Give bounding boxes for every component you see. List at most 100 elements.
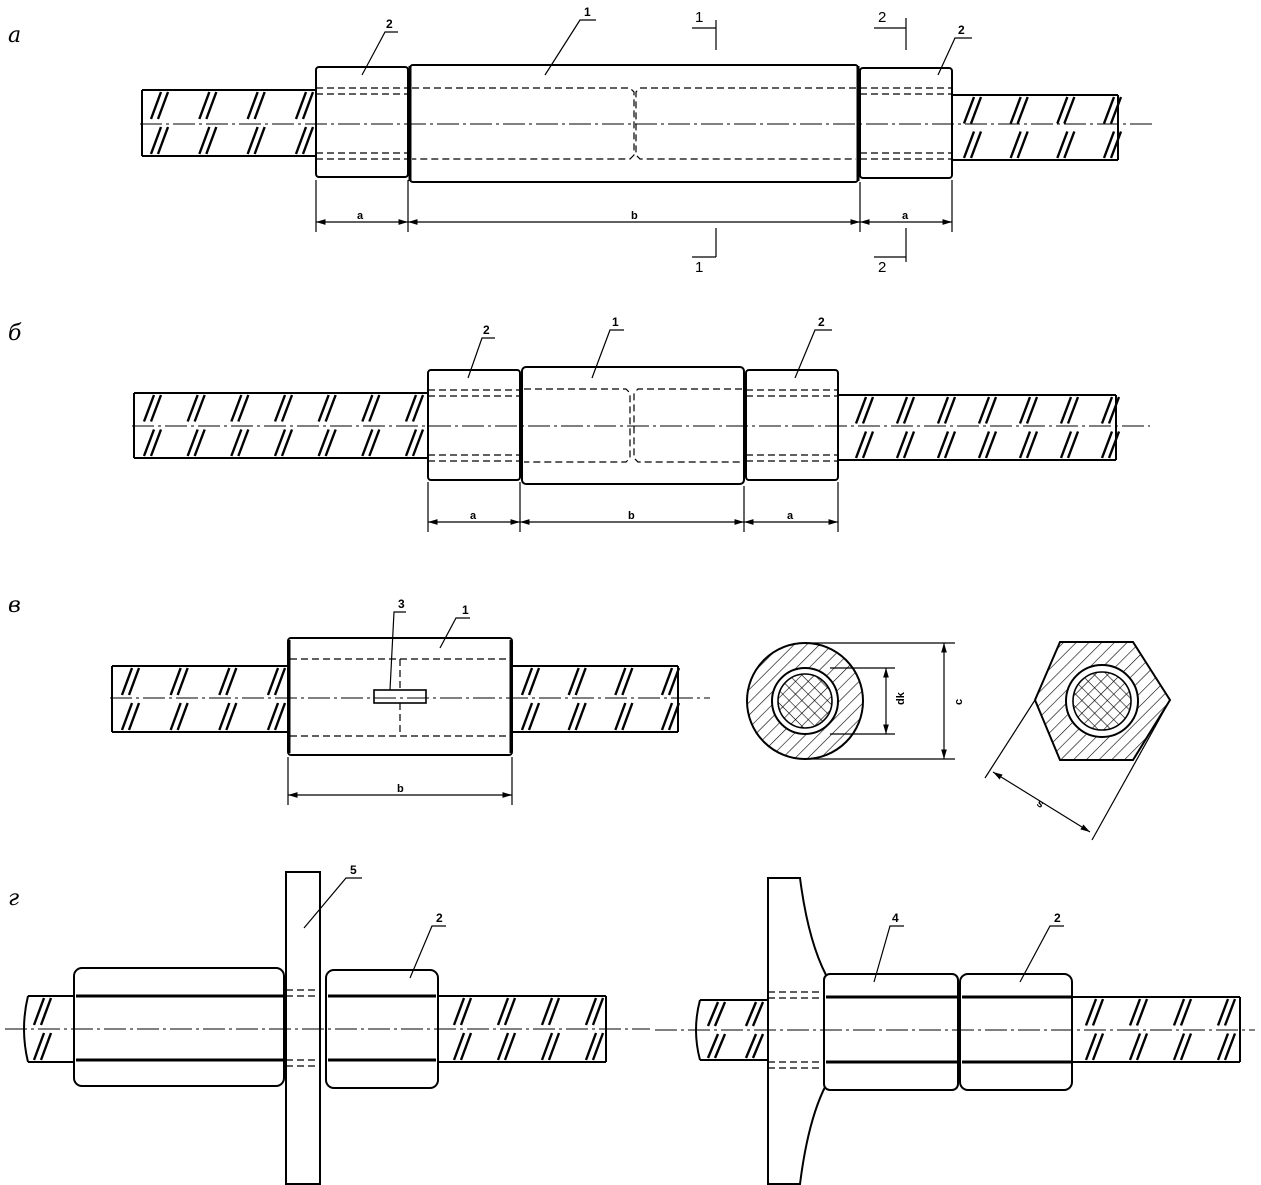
rebar-rib — [547, 1032, 561, 1061]
rebar-rib — [301, 91, 315, 120]
rebar-rib — [324, 394, 337, 422]
rebar-rib — [186, 394, 199, 422]
rebar-rib — [301, 126, 315, 155]
rebar-rib — [969, 96, 983, 124]
rebar-rib — [1100, 431, 1114, 459]
rebar-rib — [713, 1033, 727, 1059]
rebar-rib — [127, 667, 141, 696]
view-b-right-nut — [745, 369, 839, 481]
rebar-rib — [706, 1033, 720, 1059]
rebar-rib — [744, 1033, 758, 1059]
rebar-rib — [1084, 1033, 1098, 1061]
rebar-rib — [520, 702, 534, 731]
rebar-rib — [574, 702, 587, 731]
view-d-part-nut-right: 2 — [1054, 911, 1061, 925]
rebar-rib — [361, 394, 374, 422]
view-d-part-nut-left: 2 — [436, 911, 443, 925]
rebar-rib — [149, 91, 163, 120]
rebar-rib — [361, 429, 374, 457]
rebar-rib — [1223, 998, 1237, 1026]
view-a-section-1-bottom: 1 — [695, 259, 703, 276]
rebar-rib — [230, 394, 243, 422]
rebar-rib — [452, 997, 466, 1026]
rebar-rib — [1107, 431, 1121, 459]
rebar-rib — [861, 431, 875, 459]
rebar-rib — [176, 702, 189, 731]
rebar-rib — [1018, 396, 1032, 424]
rebar-rib — [567, 702, 580, 731]
view-c-left-rebar — [111, 665, 290, 733]
rebar-rib — [540, 1032, 554, 1061]
view-d-anchor-plate — [767, 877, 827, 1185]
rebar-rib — [1135, 998, 1149, 1026]
rebar-rib — [156, 91, 170, 120]
rebar-rib — [294, 126, 308, 155]
rebar-rib — [706, 1001, 720, 1027]
rebar-rib — [225, 702, 238, 731]
view-c-round-section: dk c — [746, 642, 965, 760]
rebar-rib — [324, 429, 337, 457]
rebar-rib — [667, 667, 681, 696]
rebar-rib — [1066, 431, 1080, 459]
rebar-rib — [368, 394, 381, 422]
rebar-rib — [1128, 998, 1142, 1026]
view-b: б 2 — [8, 315, 1150, 532]
rebar-rib — [503, 997, 517, 1026]
rebar-rib — [1216, 998, 1230, 1026]
view-c-part-hole: 3 — [398, 597, 405, 611]
rebar-rib — [660, 667, 674, 696]
view-b-dim-a-right: a — [787, 510, 794, 522]
rebar-rib — [404, 394, 418, 422]
view-c-dim-c: c — [953, 699, 965, 705]
rebar-rib — [1016, 131, 1029, 159]
rebar-rib — [32, 1032, 46, 1061]
rebar-rib — [621, 702, 634, 731]
rebar-rib — [1216, 1033, 1230, 1061]
rebar-rib — [584, 997, 598, 1026]
view-d-part-plate: 5 — [350, 863, 357, 877]
rebar-rib — [547, 997, 561, 1026]
rebar-rib — [1179, 998, 1193, 1026]
rebar-rib — [574, 667, 587, 696]
rebar-rib — [496, 1032, 510, 1061]
rebar-rib — [1091, 998, 1105, 1026]
rebar-rib — [246, 91, 259, 120]
view-a-left-nut — [315, 66, 409, 178]
rebar-rib — [503, 1032, 517, 1061]
rebar-rib — [253, 126, 266, 155]
rebar-rib — [667, 702, 681, 731]
rebar-rib — [39, 1032, 53, 1061]
view-a-part-sleeve: 1 — [584, 5, 591, 19]
view-b-dim-a-left: a — [470, 510, 477, 522]
rebar-rib — [127, 702, 141, 731]
view-a-leaders: 2 1 2 — [361, 5, 972, 76]
rebar-rib — [1109, 96, 1123, 124]
view-a-section-1-top: 1 — [695, 9, 703, 26]
rebar-rib — [1056, 131, 1069, 159]
rebar-rib — [142, 429, 156, 457]
rebar-rib — [1009, 96, 1022, 124]
rebar-rib — [1084, 998, 1098, 1026]
view-a-section-2-bottom: 2 — [878, 259, 886, 276]
rebar-rib — [1102, 131, 1116, 159]
view-d-anchor-sleeve — [73, 967, 285, 1087]
view-b-dim-b: b — [628, 510, 635, 522]
view-c-leaders: 3 1 — [389, 597, 470, 691]
view-d-welded-sleeve — [823, 973, 959, 1091]
rebar-rib — [149, 126, 163, 155]
view-b-part-right: 2 — [818, 315, 825, 329]
rebar-rib — [895, 431, 909, 459]
rebar-rib — [237, 429, 250, 457]
view-a-left-rebar — [141, 89, 318, 157]
rebar-rib — [1059, 396, 1073, 424]
rebar-rib — [1135, 1033, 1149, 1061]
rebar-rib — [120, 702, 134, 731]
rebar-rib — [317, 394, 330, 422]
rebar-rib — [411, 394, 425, 422]
view-a-part-left: 2 — [386, 17, 393, 31]
rebar-rib — [962, 96, 976, 124]
view-a: а — [8, 5, 1155, 276]
rebar-rib — [984, 431, 998, 459]
view-b-left-rebar — [133, 392, 430, 459]
rebar-rib — [943, 431, 957, 459]
